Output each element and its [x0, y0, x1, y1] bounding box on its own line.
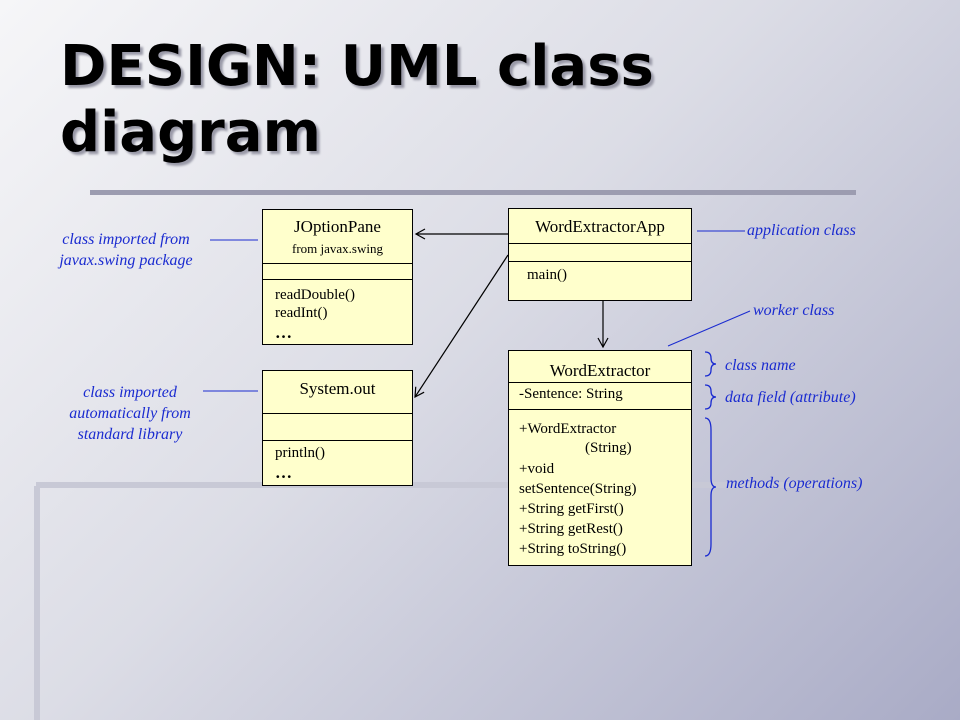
class-joptionpane-method: readInt(): [275, 305, 328, 321]
annotation-line: class imported from: [62, 231, 190, 248]
arrow-app-to-systemout: [414, 254, 509, 399]
annotation-imported-package: class imported from javax.swing package: [40, 230, 212, 271]
class-systemout-divider: [263, 413, 412, 414]
class-joptionpane-name: JOptionPane: [294, 217, 381, 236]
class-wordextractor-method: +String getRest(): [519, 521, 623, 537]
class-systemout-method: println(): [275, 445, 325, 461]
class-systemout-method: …: [275, 463, 292, 482]
class-wordextractor-method: +String getFirst(): [519, 501, 624, 517]
annotation-worker-class: worker class: [753, 302, 835, 319]
annotation-data-field: data field (attribute): [725, 389, 856, 406]
class-joptionpane: JOptionPane from javax.swing readDouble(…: [262, 209, 413, 345]
slide-title: DESIGN: UML class diagram: [60, 34, 654, 165]
leader-worker-class: [667, 310, 751, 347]
annotation-line: class imported: [83, 384, 177, 401]
class-joptionpane-method: …: [275, 323, 292, 342]
class-wordextractor: WordExtractor -Sentence: String +WordExt…: [508, 350, 692, 566]
class-wordextractor-method: +void: [519, 461, 555, 477]
class-wordextractorapp-divider: [509, 261, 691, 262]
class-joptionpane-method: readDouble(): [275, 287, 355, 303]
class-systemout-divider: [263, 440, 412, 441]
class-wordextractorapp-name: WordExtractorApp: [535, 217, 665, 236]
class-wordextractor-name: WordExtractor: [549, 361, 651, 380]
brace-methods: [704, 417, 717, 557]
annotation-line: javax.swing package: [59, 252, 193, 269]
class-joptionpane-divider: [263, 279, 412, 280]
annotation-class-name: class name: [725, 357, 796, 374]
annotation-imported-auto: class imported automatically from standa…: [40, 383, 220, 445]
class-joptionpane-divider: [263, 263, 412, 264]
class-systemout: System.out println() …: [262, 370, 413, 486]
annotation-line: automatically from: [69, 405, 191, 422]
class-systemout-name: System.out: [299, 379, 376, 398]
brace-class-name: [704, 351, 717, 377]
background-stripe-mid: [36, 482, 856, 488]
class-wordextractor-field: -Sentence: String: [519, 386, 623, 402]
class-wordextractor-method: +WordExtractor: [519, 421, 617, 437]
class-wordextractorapp: WordExtractorApp main(): [508, 208, 692, 301]
annotation-methods: methods (operations): [726, 475, 863, 492]
annotation-line: standard library: [77, 426, 183, 443]
class-joptionpane-package: from javax.swing: [292, 241, 383, 256]
brace-data-field: [704, 384, 717, 410]
annotation-application-class: application class: [747, 222, 856, 239]
class-wordextractor-method: (String): [585, 440, 632, 456]
background-stripe-top: [90, 190, 856, 195]
class-wordextractorapp-divider: [509, 243, 691, 244]
class-wordextractor-divider: [509, 382, 691, 383]
class-wordextractor-method: setSentence(String): [519, 481, 637, 497]
class-wordextractor-divider: [509, 409, 691, 410]
background-stripe-left: [34, 486, 40, 720]
class-wordextractor-method: +String toString(): [519, 541, 627, 557]
class-wordextractorapp-method: main(): [527, 267, 567, 283]
